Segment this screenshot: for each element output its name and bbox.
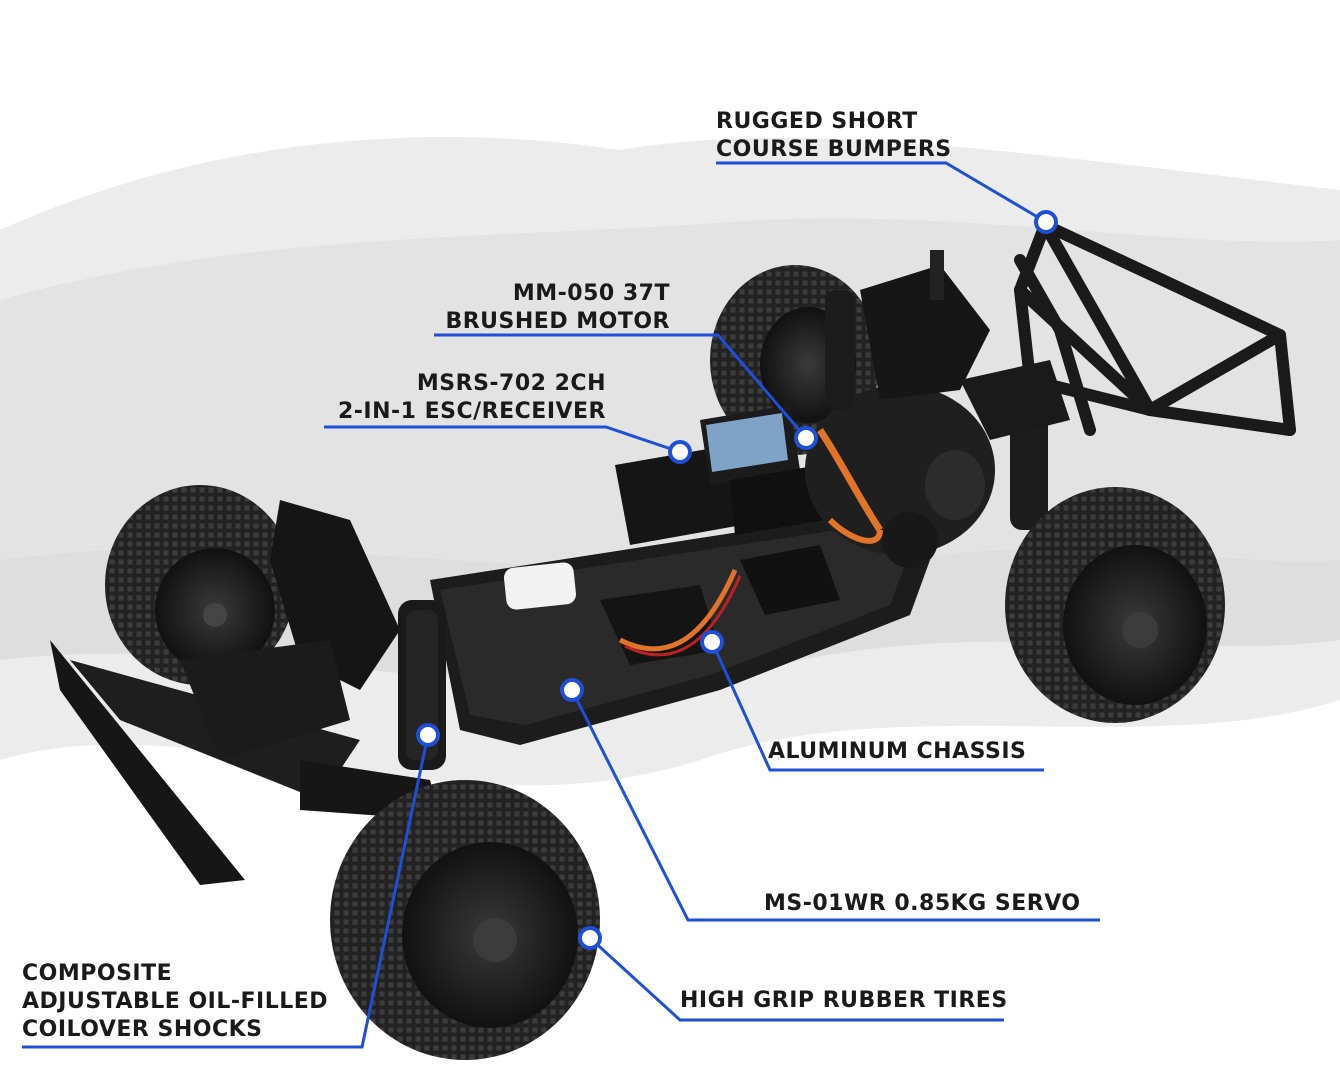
bumpers-leader	[716, 161, 1047, 224]
chassis-leader	[710, 641, 1044, 772]
chassis-label-line1: ALUMINUM CHASSIS	[768, 739, 1027, 764]
esc-label: MSRS-702 2CH 2-IN-1 ESC/RECEIVER	[300, 370, 606, 426]
motor-label-line2: BRUSHED MOTOR	[445, 309, 670, 334]
bumpers-marker	[1034, 210, 1058, 234]
front-right-tire	[330, 780, 600, 1060]
servo-label: MS-01WR 0.85KG SERVO	[764, 890, 1081, 918]
tires-marker	[578, 926, 602, 950]
shocks-leader	[22, 734, 430, 1049]
esc-label-line2: 2-IN-1 ESC/RECEIVER	[337, 399, 606, 424]
rear-bumper-cage	[1014, 219, 1296, 436]
motor-marker	[794, 426, 818, 450]
esc-leader	[324, 425, 681, 454]
callout-markers	[416, 210, 1058, 950]
servo-marker	[560, 678, 584, 702]
servo-label-line1: MS-01WR 0.85KG SERVO	[764, 891, 1081, 916]
tires-label: HIGH GRIP RUBBER TIRES	[680, 987, 1008, 1015]
motor-label-line1: MM-050 37T	[512, 281, 670, 306]
esc-receiver-unit	[615, 405, 825, 545]
shocks-marker	[416, 723, 440, 747]
motor-gearbox	[618, 385, 995, 657]
shocks-label: COMPOSITE ADJUSTABLE OIL-FILLED COILOVER…	[22, 960, 328, 1044]
bumpers-label: RUGGED SHORT COURSE BUMPERS	[716, 108, 952, 164]
tires-leader	[588, 936, 1004, 1022]
bumpers-label-line1: RUGGED SHORT	[716, 109, 918, 134]
motor-label: MM-050 37T BRUSHED MOTOR	[420, 280, 670, 336]
rear-right-tire	[1005, 487, 1225, 723]
rc-truck-chassis	[50, 219, 1296, 1060]
shocks-label-line3: COILOVER SHOCKS	[22, 1017, 263, 1042]
chassis-marker	[700, 630, 724, 654]
bumpers-label-line2: COURSE BUMPERS	[716, 137, 952, 162]
callout-lines	[22, 161, 1100, 1049]
shocks-label-line2: ADJUSTABLE OIL-FILLED	[22, 989, 329, 1014]
front-left-tire	[105, 485, 295, 685]
servo-leader	[570, 689, 1100, 922]
esc-label-line1: MSRS-702 2CH	[416, 371, 606, 396]
esc-marker	[668, 440, 692, 464]
rear-shock-tower	[825, 250, 1070, 530]
tires-label-line1: HIGH GRIP RUBBER TIRES	[680, 988, 1008, 1013]
chassis-label: ALUMINUM CHASSIS	[768, 738, 1026, 766]
motor-leader	[434, 333, 808, 439]
shocks-label-line1: COMPOSITE	[22, 961, 173, 986]
